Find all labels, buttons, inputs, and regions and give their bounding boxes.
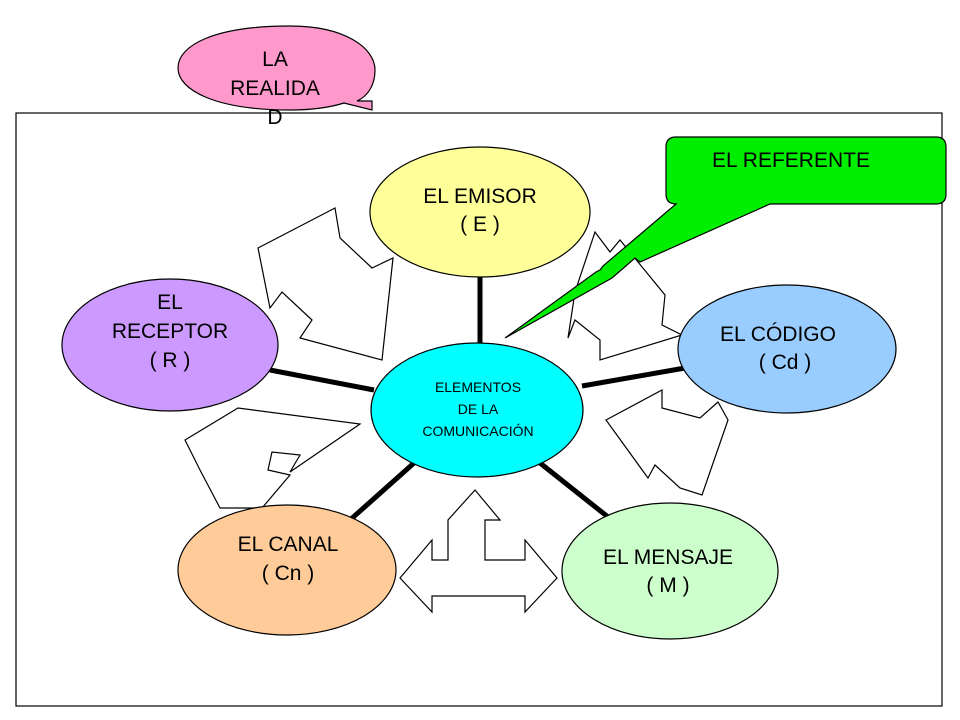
node-receptor-line-3: ( R )	[150, 349, 191, 372]
node-mensaje: EL MENSAJE ( M )	[561, 502, 779, 640]
node-codigo-line-2: ( Cd )	[759, 351, 812, 374]
node-mensaje-line-1: EL MENSAJE	[603, 546, 733, 569]
center-line-1: ELEMENTOS	[435, 379, 521, 395]
center-node-shape	[370, 342, 584, 478]
node-receptor: EL RECEPTOR ( R )	[61, 278, 279, 412]
node-mensaje-shape	[561, 502, 779, 640]
node-mensaje-line-2: ( M )	[646, 574, 689, 597]
node-emisor-line-2: ( E )	[460, 213, 500, 236]
node-emisor-shape	[369, 146, 591, 278]
node-codigo: EL CÓDIGO ( Cd )	[677, 284, 897, 414]
reality-line-1: LA	[262, 48, 288, 71]
arrow-canal-mensaje	[399, 489, 558, 614]
node-canal-shape	[177, 504, 397, 636]
node-codigo-line-1: EL CÓDIGO	[720, 323, 836, 346]
referent-callout: EL REFERENTE	[504, 136, 947, 339]
connector-receptor	[269, 367, 375, 393]
hollow-arrows	[184, 207, 729, 614]
connector-mensaje	[538, 461, 610, 519]
node-canal-line-2: ( Cn )	[262, 562, 315, 585]
referent-label: EL REFERENTE	[712, 149, 870, 172]
node-receptor-line-1: EL	[157, 291, 183, 314]
node-canal: EL CANAL ( Cn )	[177, 504, 397, 636]
arrow-receptor-canal	[184, 407, 362, 509]
connector-lines	[269, 275, 686, 522]
connector-canal	[348, 461, 416, 522]
reality-line-3: D	[267, 106, 282, 129]
arrow-receptor-emisor	[257, 207, 394, 361]
arrow-emisor-codigo	[567, 230, 684, 361]
node-receptor-line-2: RECEPTOR	[112, 320, 228, 343]
node-canal-line-1: EL CANAL	[238, 533, 339, 556]
node-receptor-shape	[61, 278, 279, 412]
center-node: ELEMENTOS DE LA COMUNICACIÓN	[370, 342, 584, 478]
arrow-codigo-mensaje	[605, 388, 729, 496]
connector-codigo	[581, 365, 686, 389]
reality-callout: LA REALIDA D	[177, 25, 376, 129]
reality-callout-shape	[177, 25, 376, 111]
node-emisor: EL EMISOR ( E )	[369, 146, 591, 278]
center-line-2: DE LA	[458, 401, 499, 417]
referent-callout-shape	[504, 136, 947, 339]
reality-line-2: REALIDA	[230, 77, 320, 100]
center-line-3: COMUNICACIÓN	[422, 423, 533, 439]
node-emisor-line-1: EL EMISOR	[423, 185, 537, 208]
node-codigo-shape	[677, 284, 897, 414]
